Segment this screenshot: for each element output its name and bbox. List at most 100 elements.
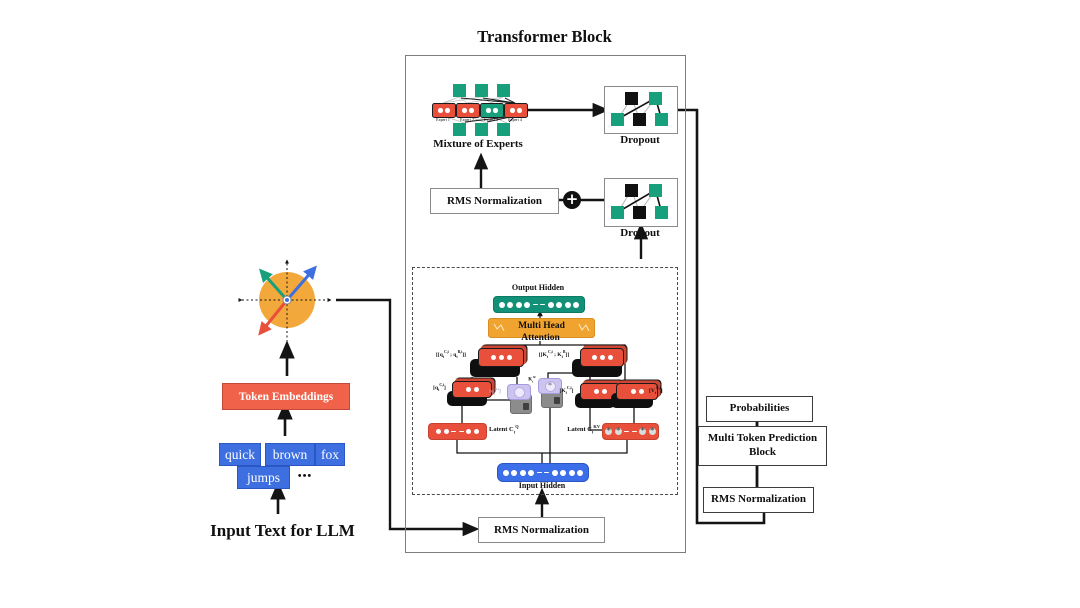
expert-1-label: Expert 1 — [436, 116, 450, 122]
hidden-dot — [498, 301, 505, 308]
probabilities-box: Probabilities — [706, 396, 813, 422]
v-c-label: [VtC,i] — [649, 386, 663, 396]
output-hidden-label: Output Hidden — [511, 283, 565, 292]
cached-dot-icon: * — [648, 426, 656, 435]
hidden-dash — [540, 303, 546, 306]
plate-dot — [490, 355, 496, 360]
dropout-mid-label: Dropout — [620, 227, 660, 239]
cached-dot-icon: * — [614, 426, 622, 435]
expert-4-box — [504, 103, 528, 118]
rope-circle — [513, 386, 525, 398]
concat-k-label: [[KtC,i ; KtR]] — [538, 350, 570, 360]
latent-dash — [458, 430, 464, 433]
plate-dot — [506, 355, 512, 360]
concat-k-plate — [580, 348, 624, 367]
mha-label-line2: Attention — [521, 333, 560, 343]
cached-dot-icon: * — [639, 426, 647, 435]
token-embeddings-box: Token Embeddings — [222, 383, 350, 410]
dropout-top-box — [604, 86, 678, 134]
expert-dot — [486, 108, 491, 113]
latent-dot — [473, 429, 479, 434]
expert-1-box — [432, 103, 456, 118]
hidden-dot — [511, 469, 518, 476]
mixture-of-experts-diagram: Expert 1 Expert 2 Expert 3 Expert 4 — [428, 80, 540, 142]
output-hidden-bar — [493, 296, 585, 313]
q-r-label: [qtR,i] — [489, 387, 501, 396]
red-vector — [258, 299, 289, 336]
token-brown: brown — [265, 443, 315, 466]
multi-head-attention-bar: Multi Head — [488, 318, 595, 338]
concat-q-plate — [478, 348, 524, 367]
expert-dot — [445, 108, 450, 113]
latent-dash — [451, 430, 457, 433]
moe-caption: Mixture of Experts — [433, 138, 523, 150]
plate-dot — [607, 355, 613, 360]
plate-dot — [599, 355, 605, 360]
k-c-label: [KtC,i] — [559, 386, 574, 396]
expert-2-label: Expert 2 — [460, 116, 474, 122]
hidden-dot — [564, 301, 571, 308]
plus-icon: + — [563, 191, 581, 209]
hidden-dot — [556, 301, 563, 308]
q-c-unit — [447, 381, 492, 411]
latent-q-label: Latent CtQ — [489, 423, 519, 435]
cached-dot-icon: * — [605, 426, 613, 435]
plate-dot — [593, 389, 599, 394]
plate-dot — [630, 389, 636, 394]
v-c-plate — [616, 383, 658, 400]
transformer-block-outline — [405, 55, 686, 553]
concat-q-unit — [470, 348, 524, 384]
hidden-dot — [515, 301, 522, 308]
latent-dot — [466, 429, 472, 434]
expert-dot — [462, 108, 467, 113]
expert-dot — [469, 108, 474, 113]
diagram-title: Transformer Block — [477, 27, 612, 46]
attention-squiggle-icon — [493, 323, 590, 332]
hidden-dot — [528, 469, 535, 476]
k-r-label: KtR — [528, 375, 536, 384]
hidden-dot — [507, 301, 514, 308]
hidden-dash — [536, 471, 542, 474]
hidden-dot — [568, 469, 575, 476]
latent-q-bar — [428, 423, 487, 440]
mha-label-line1: Multi Head — [518, 321, 565, 331]
concat-k-unit — [572, 348, 624, 384]
q-c-plate — [452, 381, 492, 398]
token-quick: quick — [219, 443, 261, 466]
moe-square — [475, 84, 488, 97]
expert-dot — [493, 108, 498, 113]
token-fox: fox — [315, 443, 345, 466]
rms-normalization-bottom-box: RMS Normalization — [478, 517, 605, 543]
plate-dot — [465, 387, 471, 392]
latent-dash — [631, 430, 637, 433]
rms-normalization-right-box: RMS Normalization — [703, 487, 814, 513]
hidden-dot — [519, 469, 526, 476]
moe-square — [475, 123, 488, 136]
moe-square — [453, 84, 466, 97]
multi-token-prediction-box: Multi Token Prediction Block — [698, 426, 827, 466]
blue-vector — [285, 265, 317, 301]
plate-dot — [498, 355, 504, 360]
dropout-pattern-icon — [611, 184, 668, 219]
embedding-space-plot — [238, 259, 332, 346]
plate-dot — [473, 387, 479, 392]
moe-square — [453, 123, 466, 136]
input-hidden-bar — [497, 463, 589, 482]
hidden-dot — [502, 469, 509, 476]
expert-3-label: Expert 3 — [484, 116, 498, 122]
hidden-dot — [560, 469, 567, 476]
hidden-dot — [524, 301, 531, 308]
expert-4-label: Expert 4 — [508, 116, 522, 122]
latent-dot — [443, 429, 449, 434]
plate-dot — [601, 389, 607, 394]
rope-circle: * — [544, 380, 556, 392]
plate-dot — [638, 389, 644, 394]
q-c-label: [qtC,i] — [433, 383, 446, 393]
concat-q-label: [[qtC,i ; qtR,i]] — [436, 350, 466, 360]
rope-k-top: * — [538, 378, 562, 394]
expert-dot — [438, 108, 443, 113]
teal-vector — [259, 268, 289, 301]
hidden-dash — [544, 471, 550, 474]
plate-dot — [591, 355, 597, 360]
